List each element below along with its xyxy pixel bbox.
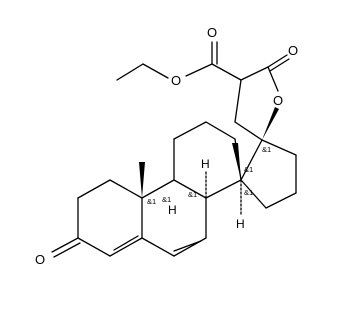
ring-c <box>173 121 242 199</box>
atom-lactone-carbonyl-oxygen: O <box>288 43 298 58</box>
hydrogen-c8: H <box>201 157 210 171</box>
wedge-bond <box>262 107 279 140</box>
methyl-wedge-c10 <box>139 162 145 198</box>
atom-ether-oxygen-ester: O <box>171 73 181 88</box>
hydrogen-c9: H <box>168 203 177 217</box>
hydrogen-c14: H <box>236 217 245 231</box>
atom-carbonyl-oxygen-ester: O <box>207 25 217 40</box>
atom-lactone-ring-oxygen: O <box>273 93 283 108</box>
ring-a <box>51 162 145 258</box>
stereo-label-c10: &1 <box>147 197 156 206</box>
stereo-label-c9: &1 <box>162 195 171 204</box>
ring-b <box>141 179 207 257</box>
ring-d <box>240 139 297 209</box>
atom-ketone-oxygen: O <box>35 252 45 267</box>
methyl-wedge-c13 <box>232 143 241 180</box>
spiro-lactone-ring <box>234 54 290 141</box>
stereo-label-c13: &1 <box>244 165 253 174</box>
stereo-label-c14: &1 <box>244 188 253 197</box>
ethyl-ester-group <box>116 41 242 81</box>
stereo-label-c17: &1 <box>262 145 271 154</box>
stereo-label-c8: &1 <box>188 190 197 199</box>
